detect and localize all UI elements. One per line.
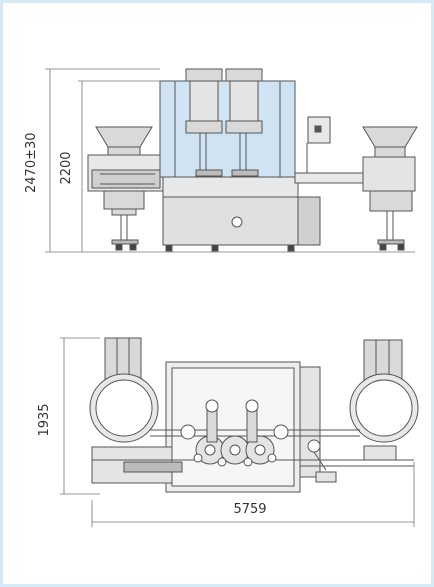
front-body-height-label: 2200 bbox=[59, 151, 74, 185]
right-hopper bbox=[362, 126, 418, 251]
conveyor-rails bbox=[91, 429, 414, 484]
front-dimension-lines bbox=[45, 68, 415, 253]
right-hopper-top bbox=[349, 339, 419, 443]
output-conveyor bbox=[294, 172, 366, 184]
main-cabinet bbox=[159, 68, 321, 252]
top-dimension-lines bbox=[60, 337, 415, 527]
top-width-label: 1935 bbox=[37, 403, 52, 437]
star-wheels bbox=[180, 399, 327, 471]
left-hopper-top bbox=[89, 337, 159, 443]
top-view bbox=[60, 337, 419, 527]
top-length-label: 5759 bbox=[233, 502, 267, 517]
front-view bbox=[45, 68, 418, 253]
front-total-height-label: 2470±30 bbox=[24, 132, 39, 193]
left-conveyor bbox=[87, 154, 164, 251]
left-hopper bbox=[95, 126, 153, 156]
control-panel bbox=[306, 116, 331, 176]
